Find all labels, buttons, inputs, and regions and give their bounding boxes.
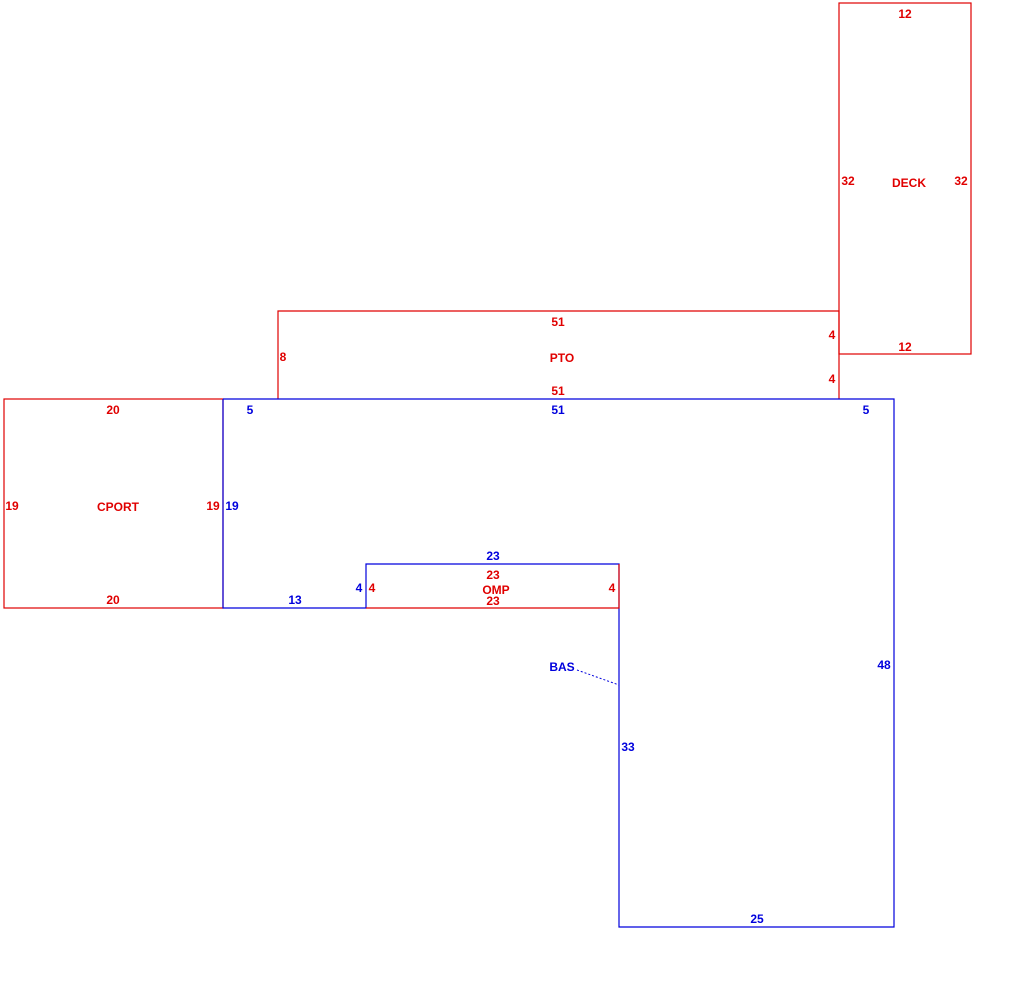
pto-label: PTO bbox=[550, 351, 574, 365]
omp-area[interactable]: OMP 23 23 4 4 bbox=[366, 564, 620, 609]
bas-dim-notch-top: 23 bbox=[486, 549, 500, 563]
omp-dim-right: 4 bbox=[609, 581, 616, 595]
bas-dim-bottom-left: 13 bbox=[288, 593, 302, 607]
cport-dim-bottom: 20 bbox=[106, 593, 120, 607]
deck-outline bbox=[838, 2, 972, 355]
deck-dim-top: 12 bbox=[898, 7, 912, 21]
pto-dim-top: 51 bbox=[551, 315, 565, 329]
deck-dim-left: 32 bbox=[841, 174, 855, 188]
pto-outline bbox=[277, 310, 840, 399]
bas-dim-inner-vertical: 33 bbox=[621, 740, 635, 754]
deck-label: DECK bbox=[892, 176, 926, 190]
cport-label: CPORT bbox=[97, 500, 140, 514]
cport-dim-left: 19 bbox=[5, 499, 19, 513]
bas-dim-right: 48 bbox=[877, 658, 891, 672]
bas-dim-notch-left: 4 bbox=[356, 581, 363, 595]
pto-dim-right-lower: 4 bbox=[829, 372, 836, 386]
bas-label: BAS bbox=[549, 660, 574, 674]
bas-dim-top-left-offset: 5 bbox=[247, 403, 254, 417]
bas-dim-top: 51 bbox=[551, 403, 565, 417]
deck-dim-right: 32 bbox=[954, 174, 968, 188]
deck-dim-bottom: 12 bbox=[898, 340, 912, 354]
pto-dim-bottom: 51 bbox=[551, 384, 565, 398]
pto-dim-left: 8 bbox=[280, 350, 287, 364]
bas-area[interactable]: BAS 5 51 5 19 13 4 23 33 25 48 bbox=[222, 398, 895, 928]
bas-dim-top-right-offset: 5 bbox=[863, 403, 870, 417]
omp-dim-top: 23 bbox=[486, 568, 500, 582]
cport-area[interactable]: CPORT 20 20 19 19 bbox=[3, 398, 224, 609]
deck-area[interactable]: DECK 12 12 32 32 bbox=[838, 2, 972, 355]
omp-dim-left: 4 bbox=[369, 581, 376, 595]
cport-dim-right: 19 bbox=[206, 499, 220, 513]
bas-label-leader bbox=[576, 669, 620, 686]
bas-dim-bottom: 25 bbox=[750, 912, 764, 926]
cport-dim-top: 20 bbox=[106, 403, 120, 417]
omp-label: OMP bbox=[482, 583, 509, 597]
bas-dim-left: 19 bbox=[225, 499, 239, 513]
omp-dim-bottom: 23 bbox=[486, 594, 500, 608]
omp-outline bbox=[366, 564, 620, 609]
pto-dim-right-upper: 4 bbox=[829, 328, 836, 342]
pto-area[interactable]: PTO 51 51 8 4 4 bbox=[277, 310, 840, 399]
